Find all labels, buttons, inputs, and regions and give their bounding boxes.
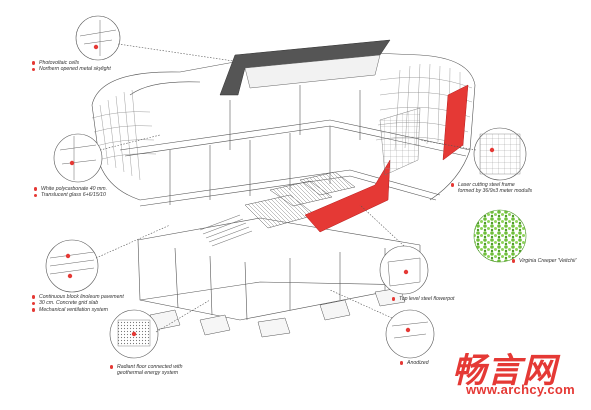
red-frame-rear bbox=[442, 84, 469, 161]
steel-frame-mesh bbox=[379, 107, 421, 176]
label-photovoltaic: Photovoltaic cells Northern opened metal… bbox=[32, 60, 111, 73]
label-line: Laser cutting steel frame bbox=[458, 182, 515, 188]
label-slab: Continuous block linoleum pavement 30 cm… bbox=[32, 294, 124, 313]
label-creeper: Virginia Creeper 'Veitchii' bbox=[512, 258, 576, 264]
foundation-blocks bbox=[149, 287, 406, 338]
label-polycarbonate: White polycarbonate 40 mm. Translucent g… bbox=[34, 186, 107, 199]
watermark-url: www.archcy.com bbox=[466, 382, 575, 397]
label-line: Continuous block linoleum pavement bbox=[39, 294, 124, 300]
label-line: 30 cm. Concrete grid slab bbox=[39, 300, 99, 307]
red-flowerpot-front bbox=[304, 159, 391, 233]
leader-lines bbox=[95, 43, 477, 333]
label-radiant-floor: Radiant floor connected with geothermal … bbox=[110, 364, 182, 377]
callout-detail-flowerpot bbox=[379, 245, 429, 295]
callout-detail-slab bbox=[45, 239, 99, 293]
label-line: Photovoltaic cells bbox=[39, 60, 80, 66]
callout-detail-frame bbox=[473, 127, 527, 181]
skylight-glazing bbox=[244, 54, 381, 89]
label-line: formed by 36/9x3 meter modulls bbox=[458, 188, 533, 195]
building-shell bbox=[91, 49, 476, 321]
label-steel-frame: Laser cutting steel frame formed by 36/9… bbox=[451, 182, 532, 195]
label-line: Virginia Creeper 'Veitchii' bbox=[519, 258, 577, 264]
callout-detail-pv bbox=[75, 15, 121, 61]
callout-detail-poly bbox=[53, 133, 103, 183]
label-line: Top level steel flowerpot bbox=[399, 296, 455, 302]
envelope-ribs bbox=[91, 63, 473, 181]
watermark-chinese-logo: 畅言网 bbox=[452, 351, 557, 391]
label-line: White polycarbonate 40 mm. bbox=[41, 186, 108, 192]
label-line: Northern opened metal skylight bbox=[39, 66, 111, 73]
label-line: geothermal energy system bbox=[117, 370, 179, 377]
callout-detail-anodized bbox=[385, 309, 435, 359]
grated-floor-back bbox=[299, 171, 356, 196]
label-line: Radiant floor connected with bbox=[117, 364, 183, 370]
callout-detail-radiant bbox=[109, 309, 159, 359]
label-line: Mechanical ventilation system bbox=[39, 306, 108, 313]
label-flowerpot: Top level steel flowerpot bbox=[392, 296, 454, 302]
label-anodized: Anodized bbox=[400, 360, 429, 366]
label-line: Anodized bbox=[407, 360, 429, 366]
callout-detail-creeper bbox=[473, 209, 527, 263]
label-line: Translucent glass 6+6/15/10 bbox=[41, 192, 106, 199]
